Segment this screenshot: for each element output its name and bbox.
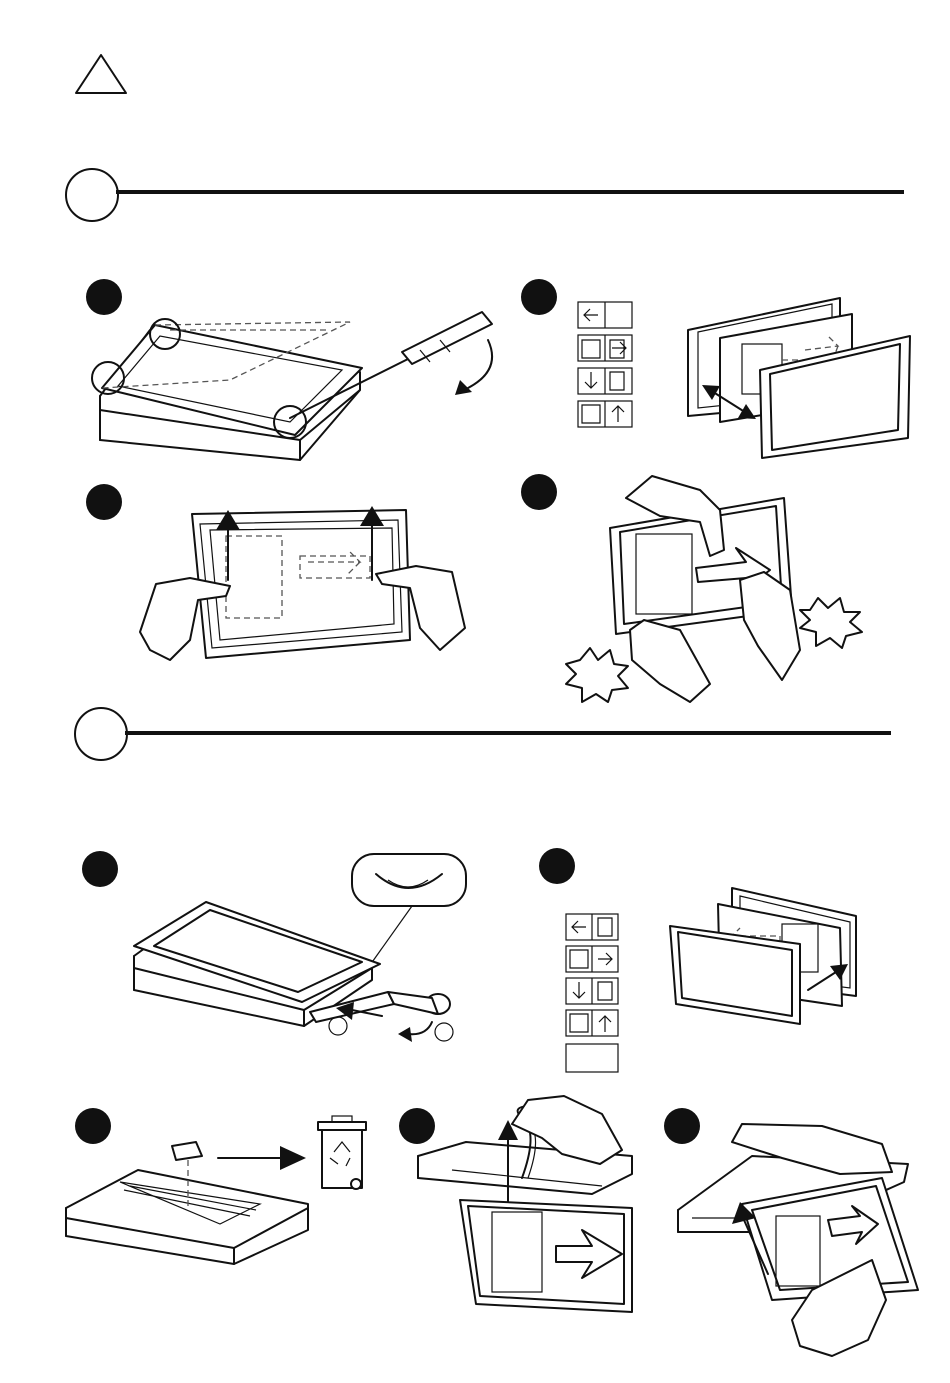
section-divider bbox=[125, 731, 891, 735]
illustration-sign-inserts-2 bbox=[560, 884, 870, 1079]
step-badge bbox=[539, 848, 575, 884]
illustration-insert-panel bbox=[672, 1120, 922, 1360]
illustration-sign-inserts bbox=[570, 290, 920, 465]
step-badge bbox=[86, 484, 122, 520]
section-circle-icon bbox=[65, 168, 119, 222]
recycle-bin-icon bbox=[318, 1116, 366, 1189]
illustration-pry-cover bbox=[90, 300, 510, 470]
illustration-press-insert bbox=[560, 470, 890, 710]
step-badge bbox=[82, 851, 118, 887]
illustration-battery-recycle bbox=[60, 1112, 380, 1272]
section-circle-icon bbox=[74, 707, 128, 761]
step-badge bbox=[521, 474, 557, 510]
step-badge bbox=[521, 279, 557, 315]
section-divider bbox=[116, 190, 904, 194]
illustration-lift-panel bbox=[412, 1094, 648, 1320]
illustration-release-cover bbox=[126, 852, 476, 1042]
illustration-lift-insert bbox=[130, 500, 475, 665]
warning-triangle-icon bbox=[74, 53, 128, 95]
